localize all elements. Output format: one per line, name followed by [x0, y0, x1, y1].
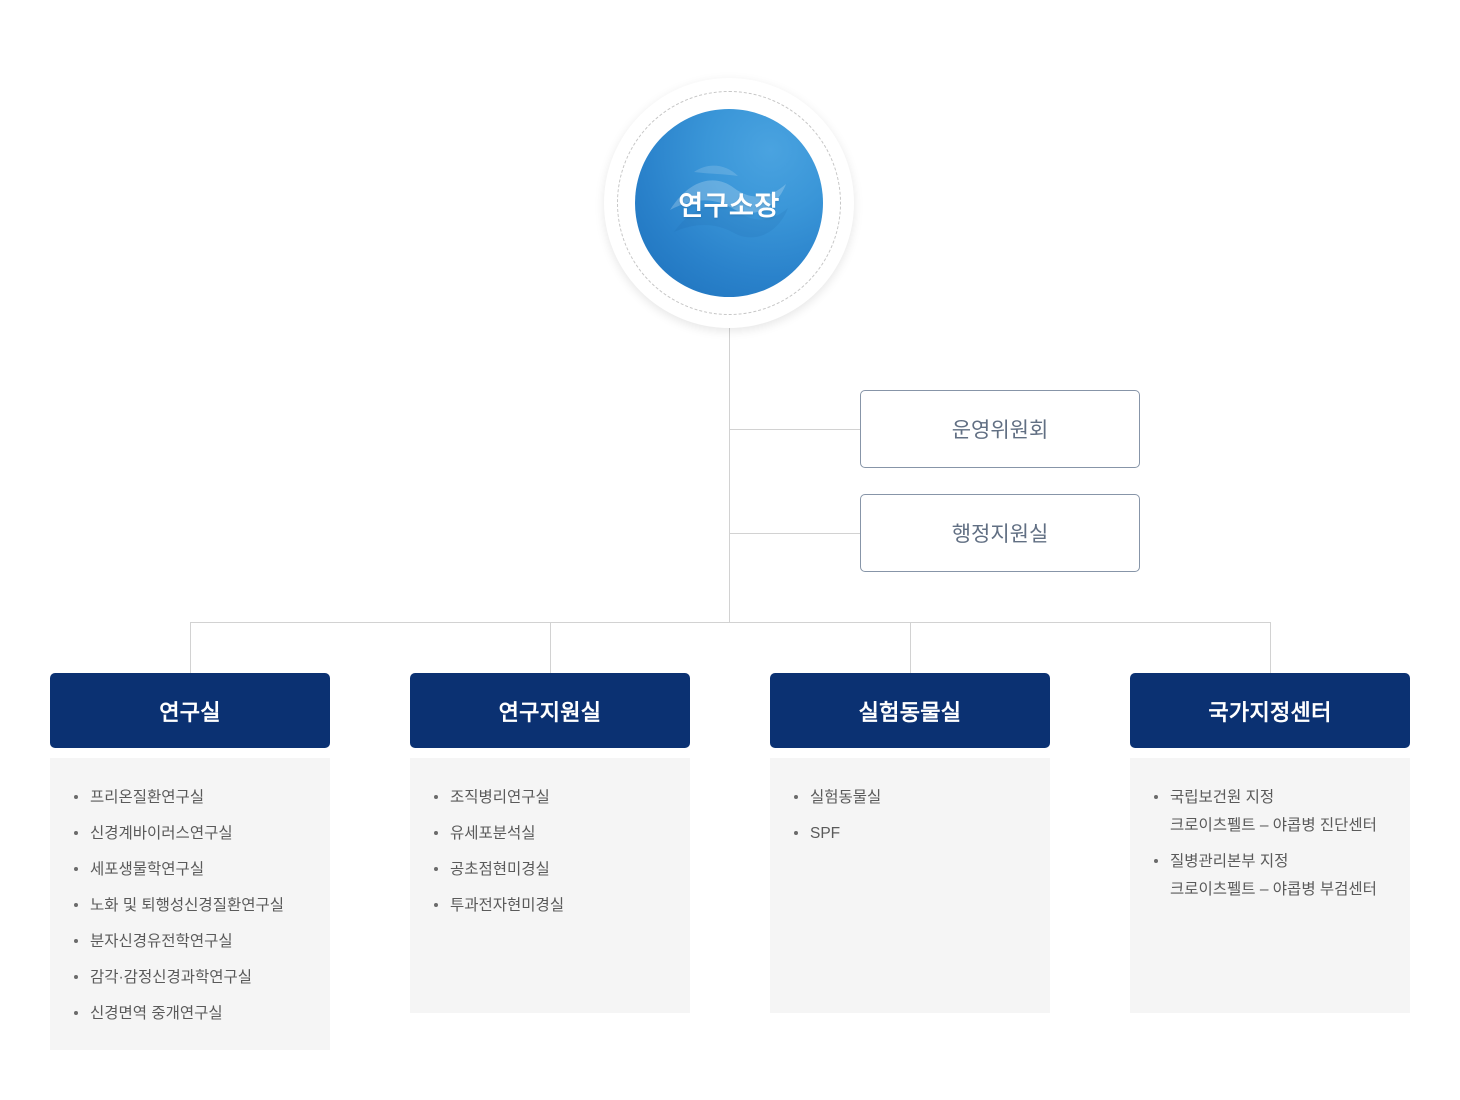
root-dashed-ring [617, 91, 841, 315]
list-item: 분자신경유전학연구실 [72, 930, 308, 954]
department-header[interactable]: 연구지원실 [410, 673, 690, 748]
department-column-research-support: 연구지원실 조직병리연구실 유세포분석실 공초점현미경실 투과전자현미경 [410, 673, 690, 1013]
bullet-icon [74, 831, 78, 836]
list-item-sublabel: 크로이츠펠트 – 야콥병 부검센터 [1170, 881, 1377, 899]
list-item: 신경면역 중개연구실 [72, 1002, 308, 1026]
list-item-label: 조직병리연구실 [450, 789, 550, 806]
department-title: 연구지원실 [498, 699, 602, 725]
bullet-icon [74, 903, 78, 908]
staff-box-operating-committee[interactable]: 운영위원회 [860, 390, 1140, 468]
bullet-icon [74, 939, 78, 944]
staff-box-label: 행정지원실 [951, 523, 1049, 546]
department-body: 실험동물실 SPF [770, 758, 1050, 1013]
connector-staff-branch-1 [729, 429, 860, 430]
department-header[interactable]: 실험동물실 [770, 673, 1050, 748]
list-item-label: 프리온질환연구실 [90, 789, 205, 806]
department-body: 조직병리연구실 유세포분석실 공초점현미경실 투과전자현미경실 [410, 758, 690, 1013]
bullet-icon [74, 1011, 78, 1016]
department-column-animal-lab: 실험동물실 실험동물실 SPF [770, 673, 1050, 1013]
wave-logo-watermark-icon [670, 165, 788, 238]
list-item-label: SPF [810, 825, 841, 843]
connector-department-drop-3 [910, 622, 911, 673]
list-item-label: 신경계바이러스연구실 [90, 825, 233, 843]
list-item: SPF [792, 822, 1028, 846]
department-body: 프리온질환연구실 신경계바이러스연구실 세포생물학연구실 노화 및 퇴행성신경질… [50, 758, 330, 1051]
staff-box-label: 운영위원회 [951, 419, 1049, 442]
department-header[interactable]: 국가지정센터 [1130, 673, 1410, 748]
connector-department-drop-2 [550, 622, 551, 673]
connector-trunk-vertical [729, 318, 730, 622]
department-item-list: 실험동물실 SPF [792, 786, 1028, 846]
list-item-label: 분자신경유전학연구실 [90, 933, 233, 951]
bullet-icon [434, 831, 438, 836]
department-title: 실험동물실 [858, 699, 962, 725]
bullet-icon [794, 831, 798, 836]
list-item: 공초점현미경실 [432, 858, 668, 882]
list-item-label: 공초점현미경실 [450, 861, 550, 879]
list-item-label: 노화 및 퇴행성신경질환연구실 [90, 897, 284, 915]
department-body: 국립보건원 지정 크로이츠펠트 – 야콥병 진단센터 질병관리본부 지정 크로이… [1130, 758, 1410, 1013]
list-item: 투과전자현미경실 [432, 894, 668, 918]
list-item-label: 세포생물학연구실 [90, 861, 205, 879]
list-item: 세포생물학연구실 [72, 858, 308, 882]
list-item: 프리온질환연구실 [72, 786, 308, 810]
list-item-label: 질병관리본부 지정 [1170, 853, 1289, 871]
list-item-label: 신경면역 중개연구실 [90, 1005, 223, 1023]
bullet-icon [434, 867, 438, 872]
list-item-label: 국립보건원 지정 [1170, 789, 1275, 806]
department-column-national-center: 국가지정센터 국립보건원 지정 크로이츠펠트 – 야콥병 진단센터 질병관리본부… [1130, 673, 1410, 1013]
list-item-label: 투과전자현미경실 [450, 897, 565, 915]
department-item-list: 프리온질환연구실 신경계바이러스연구실 세포생물학연구실 노화 및 퇴행성신경질… [72, 786, 308, 1026]
department-column-research-lab: 연구실 프리온질환연구실 신경계바이러스연구실 세포생물학연구실 노화 [50, 673, 330, 1051]
list-item: 실험동물실 [792, 786, 1028, 810]
list-item: 신경계바이러스연구실 [72, 822, 308, 846]
bullet-icon [74, 975, 78, 980]
bullet-icon [434, 903, 438, 908]
department-item-list: 조직병리연구실 유세포분석실 공초점현미경실 투과전자현미경실 [432, 786, 668, 918]
department-item-list: 국립보건원 지정 크로이츠펠트 – 야콥병 진단센터 질병관리본부 지정 크로이… [1152, 786, 1388, 902]
list-item: 조직병리연구실 [432, 786, 668, 810]
department-title: 국가지정센터 [1208, 699, 1332, 725]
list-item: 국립보건원 지정 크로이츠펠트 – 야콥병 진단센터 [1152, 786, 1388, 838]
bullet-icon [434, 795, 438, 799]
bullet-icon [794, 795, 798, 799]
list-item: 질병관리본부 지정 크로이츠펠트 – 야콥병 부검센터 [1152, 850, 1388, 902]
list-item: 감각·감정신경과학연구실 [72, 966, 308, 990]
list-item-label: 실험동물실 [810, 789, 882, 806]
bullet-icon [74, 795, 78, 799]
list-item-label: 유세포분석실 [450, 825, 536, 843]
department-header[interactable]: 연구실 [50, 673, 330, 748]
connector-department-bus [190, 622, 1271, 623]
root-node[interactable]: 연구소장 [604, 78, 854, 328]
department-title: 연구실 [159, 699, 221, 725]
staff-box-administrative-support[interactable]: 행정지원실 [860, 494, 1140, 572]
list-item: 노화 및 퇴행성신경질환연구실 [72, 894, 308, 918]
list-item-label: 감각·감정신경과학연구실 [90, 969, 253, 987]
root-label: 연구소장 [678, 190, 780, 221]
connector-staff-branch-2 [729, 533, 860, 534]
bullet-icon [1154, 795, 1158, 799]
bullet-icon [74, 867, 78, 872]
connector-department-drop-1 [190, 622, 191, 673]
bullet-icon [1154, 859, 1158, 864]
list-item-sublabel: 크로이츠펠트 – 야콥병 진단센터 [1170, 817, 1377, 835]
root-circle: 연구소장 [635, 109, 823, 297]
connector-department-drop-4 [1270, 622, 1271, 673]
list-item: 유세포분석실 [432, 822, 668, 846]
